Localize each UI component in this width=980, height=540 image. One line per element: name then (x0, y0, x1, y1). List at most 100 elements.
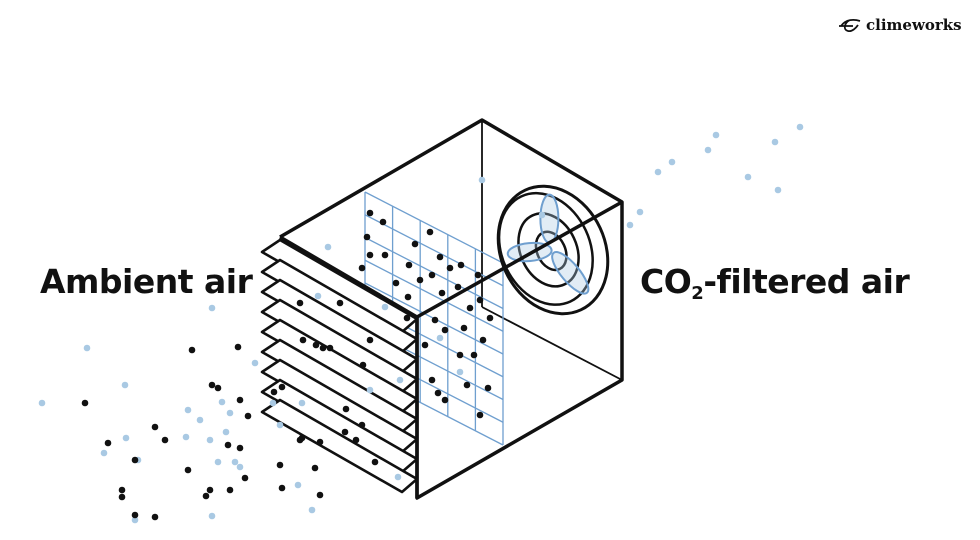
ambient-air-particle (712, 131, 720, 139)
co2-particle (341, 428, 349, 436)
ambient-air-particle (366, 386, 374, 394)
co2-particle (405, 261, 413, 269)
co2-particle (131, 456, 139, 464)
co2-particle (118, 493, 126, 501)
ambient-air-particle (83, 344, 91, 352)
co2-particle (379, 218, 387, 226)
ambient-air-particle (744, 173, 752, 181)
co2-particle (234, 343, 242, 351)
co2-particle (202, 492, 210, 500)
co2-particle (241, 474, 249, 482)
co2-particle (359, 361, 367, 369)
ambient-air-particle (269, 399, 277, 407)
logo-text: climeworks (866, 16, 962, 34)
co2-particle (434, 389, 442, 397)
co2-particle (236, 444, 244, 452)
co2-particle (342, 405, 350, 413)
co2-particle (316, 438, 324, 446)
ambient-air-particle (771, 138, 779, 146)
co2-particle (457, 261, 465, 269)
ambient-air-particle (222, 428, 230, 436)
fan-icon (496, 184, 610, 316)
co2-particle (404, 293, 412, 301)
co2-filtered-air-label: CO2-filtered air (640, 262, 910, 304)
co2-particle (214, 384, 222, 392)
ambient-air-particle (396, 376, 404, 384)
co2-particle (411, 240, 419, 248)
co2-particle (366, 209, 374, 217)
ambient-air-particle (182, 433, 190, 441)
co2-particle (428, 376, 436, 384)
ambient-air-particle (294, 481, 302, 489)
grid-line (364, 259, 504, 332)
co2-particle (431, 316, 439, 324)
co2-particle (421, 341, 429, 349)
co2-particle (188, 346, 196, 354)
ambient-air-particle (38, 399, 46, 407)
co2-particle (311, 464, 319, 472)
co2-particle (276, 461, 284, 469)
co2-particle (454, 283, 462, 291)
co2-particle (131, 511, 139, 519)
co2-particle (206, 486, 214, 494)
ambient-air-particle (298, 399, 306, 407)
ambient-air-particle (394, 473, 402, 481)
co2-prefix: CO (640, 262, 692, 301)
air-intake-louvers (260, 238, 419, 494)
co2-particle (456, 351, 464, 359)
ambient-air-particle (184, 406, 192, 414)
ambient-air-particle (704, 146, 712, 154)
co2-particle (224, 441, 232, 449)
co2-particle (416, 276, 424, 284)
ambient-air-particle (668, 158, 676, 166)
co2-particle (326, 344, 334, 352)
co2-particle (151, 513, 159, 521)
ambient-air-particle (478, 176, 486, 184)
ambient-air-particle (196, 416, 204, 424)
co2-particle (426, 228, 434, 236)
co2-particle (479, 336, 487, 344)
ambient-air-particle (381, 303, 389, 311)
co2-particle (463, 381, 471, 389)
co2-particle (118, 486, 126, 494)
co2-particle (476, 411, 484, 419)
ambient-air-particle (226, 409, 234, 417)
filtered-air-suffix: -filtered air (703, 262, 910, 301)
co2-particle (236, 396, 244, 404)
grid-line (364, 191, 504, 264)
co2-particle (352, 436, 360, 444)
co2-particle (319, 344, 327, 352)
ambient-air-particle (236, 463, 244, 471)
ambient-air-particle (131, 516, 139, 524)
ambient-air-particle (214, 458, 222, 466)
co2-particle (161, 436, 169, 444)
co2-particle (278, 484, 286, 492)
co2-particle (244, 412, 252, 420)
co2-particle (226, 486, 234, 494)
co2-particle (460, 324, 468, 332)
co2-particle (441, 396, 449, 404)
climeworks-logo-icon (839, 18, 861, 33)
ambient-air-particle (654, 168, 662, 176)
co2-particle (316, 491, 324, 499)
co2-particle (298, 434, 306, 442)
co2-particle (446, 264, 454, 272)
co2-particle (358, 264, 366, 272)
ambient-air-particle (436, 334, 444, 342)
co2-particle (474, 271, 482, 279)
co2-particle (470, 351, 478, 359)
co2-subscript: 2 (691, 283, 704, 304)
ambient-air-particle (626, 221, 634, 229)
co2-particle (270, 388, 278, 396)
ambient-air-particle (276, 421, 284, 429)
co2-particle (371, 458, 379, 466)
ambient-air-particle (314, 292, 322, 300)
co2-particle (312, 341, 320, 349)
co2-particle (296, 299, 304, 307)
particles-front (38, 123, 804, 524)
co2-particle (184, 466, 192, 474)
co2-particle (151, 423, 159, 431)
co2-particle (381, 251, 389, 259)
co2-particle (336, 299, 344, 307)
ambient-air-particle (636, 208, 644, 216)
